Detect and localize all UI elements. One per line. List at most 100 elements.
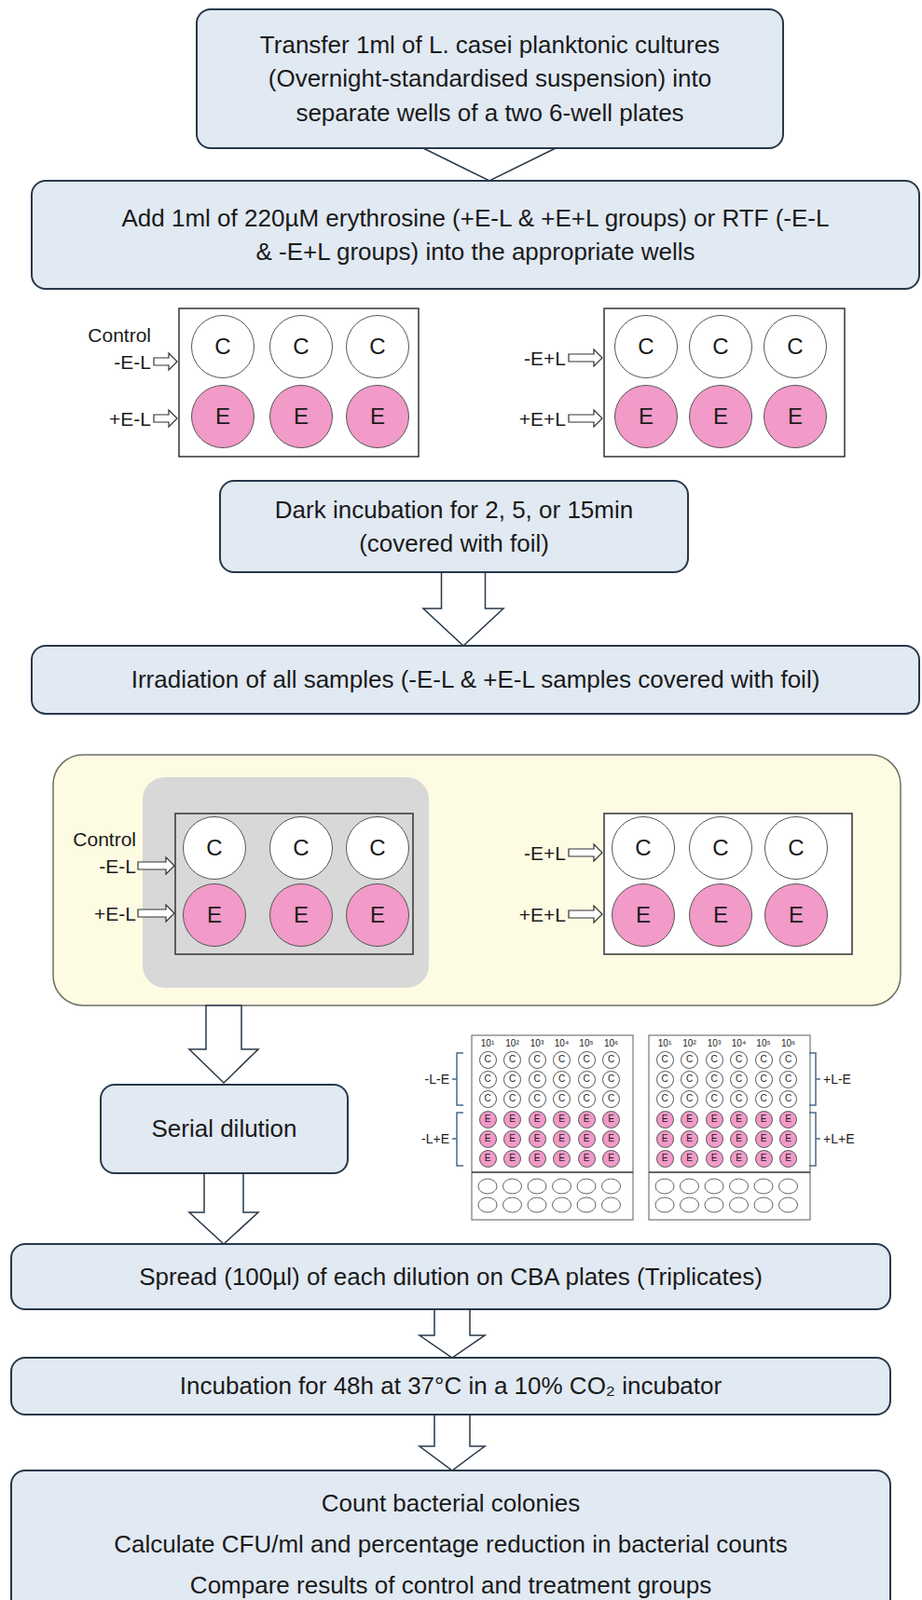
- well-letter: C: [558, 1055, 565, 1065]
- empty-well: [552, 1197, 572, 1213]
- plate-divider: [648, 1171, 811, 1174]
- empty-well: [577, 1197, 596, 1213]
- step-text: Irradiation of all samples (-E-L & +E-L …: [131, 662, 821, 697]
- well-circle: E: [729, 1130, 748, 1149]
- group-label: +L-E: [823, 1073, 852, 1087]
- empty-well: [602, 1179, 621, 1195]
- dilution-label: 10¹: [481, 1039, 495, 1049]
- well-circle: C: [602, 1090, 620, 1109]
- well-circle: E: [503, 1130, 522, 1149]
- well-letter: E: [206, 904, 222, 927]
- group-label: +L+E: [823, 1132, 854, 1146]
- well-letter: C: [710, 1074, 717, 1085]
- well-circle: E: [755, 1130, 773, 1149]
- well-letter: E: [484, 1134, 492, 1144]
- well-circle: C: [705, 1090, 724, 1109]
- well-letter: C: [634, 837, 651, 860]
- well-circle: C: [729, 1071, 748, 1089]
- well-letter: C: [533, 1055, 540, 1065]
- well-circle: C: [191, 315, 255, 379]
- well-letter: C: [784, 1094, 792, 1104]
- well-letter: E: [661, 1114, 669, 1125]
- well-circle: E: [182, 883, 247, 948]
- well-letter: E: [607, 1114, 615, 1125]
- well-letter: E: [635, 904, 651, 927]
- process-box: Serial dilution: [99, 1084, 349, 1175]
- well-circle: E: [705, 1150, 724, 1169]
- well-circle: E: [764, 883, 828, 948]
- well-letter: C: [533, 1074, 540, 1085]
- well-circle: C: [182, 816, 247, 881]
- well-letter: E: [509, 1134, 516, 1144]
- well-circle: C: [577, 1051, 596, 1070]
- well-letter: C: [582, 1055, 590, 1065]
- well-circle: E: [269, 883, 333, 948]
- step-text: Serial dilution: [151, 1112, 297, 1146]
- well-letter: E: [583, 1114, 591, 1125]
- well-letter: C: [369, 837, 386, 860]
- process-box: Spread (100µl) of each dilution on CBA p…: [10, 1243, 892, 1311]
- empty-well: [779, 1197, 799, 1213]
- well-letter: E: [711, 1134, 718, 1144]
- empty-well: [602, 1197, 621, 1213]
- well-circle: E: [705, 1130, 724, 1149]
- well-letter: C: [533, 1094, 540, 1104]
- dilution-label: 10⁶: [781, 1039, 796, 1049]
- well-circle: C: [779, 1051, 798, 1070]
- empty-well: [729, 1197, 749, 1213]
- well-letter: C: [710, 1055, 717, 1065]
- well-circle: E: [552, 1150, 571, 1169]
- well-circle: C: [755, 1071, 773, 1089]
- well-circle: E: [577, 1150, 596, 1169]
- well-letter: C: [759, 1094, 767, 1104]
- group-label: -E+L: [523, 348, 566, 369]
- well-letter: C: [784, 1055, 792, 1065]
- dilution-label: 10⁴: [731, 1039, 746, 1049]
- well-letter: E: [760, 1134, 768, 1144]
- well-letter: C: [686, 1055, 693, 1065]
- well-circle: C: [611, 816, 675, 881]
- well-letter: E: [711, 1114, 718, 1125]
- empty-well: [680, 1179, 700, 1195]
- well-letter: C: [582, 1074, 590, 1085]
- six-well-plate: [604, 813, 853, 955]
- process-box: Incubation for 48h at 37°C in a 10% CO₂ …: [10, 1357, 892, 1417]
- process-box: Count bacterial coloniesCalculate CFU/ml…: [10, 1470, 892, 1600]
- process-box: Dark incubation for 2, 5, or 15min (cove…: [219, 480, 689, 574]
- well-circle: C: [577, 1071, 596, 1089]
- well-circle: E: [503, 1111, 522, 1129]
- well-letter: E: [686, 1154, 693, 1164]
- block-arrow: [423, 148, 556, 181]
- well-circle: E: [680, 1150, 699, 1169]
- well-letter: C: [735, 1074, 743, 1085]
- well-letter: C: [292, 837, 309, 860]
- well-circle: C: [680, 1071, 699, 1089]
- well-letter: C: [483, 1055, 491, 1065]
- well-circle: C: [602, 1071, 620, 1089]
- well-circle: C: [614, 315, 678, 379]
- step-text: Incubation for 48h at 37°C in a 10% CO₂ …: [179, 1369, 722, 1404]
- block-arrow: [189, 1005, 259, 1084]
- empty-well: [704, 1179, 724, 1195]
- bracket: [809, 1113, 821, 1167]
- well-circle: E: [552, 1130, 571, 1149]
- six-well-plate: [178, 308, 419, 457]
- well-letter: E: [583, 1134, 591, 1144]
- well-letter: C: [558, 1094, 565, 1104]
- well-circle: E: [528, 1111, 547, 1129]
- well-circle: E: [528, 1130, 547, 1149]
- group-label: +E-L: [94, 904, 137, 924]
- well-letter: E: [534, 1154, 541, 1164]
- well-letter: C: [607, 1074, 615, 1085]
- six-well-plate: [175, 813, 413, 955]
- well-circle: C: [656, 1051, 675, 1070]
- well-circle: E: [552, 1111, 571, 1129]
- bracket: [809, 1053, 821, 1106]
- step-text: Compare results of control and treatment…: [190, 1565, 712, 1600]
- well-letter: E: [661, 1154, 669, 1164]
- group-label: +E+L: [519, 409, 566, 429]
- dilution-label: 10²: [682, 1039, 696, 1049]
- process-box: Transfer 1ml of L. casei planktonic cult…: [195, 8, 785, 150]
- well-circle: C: [755, 1051, 773, 1070]
- well-circle: E: [602, 1111, 620, 1129]
